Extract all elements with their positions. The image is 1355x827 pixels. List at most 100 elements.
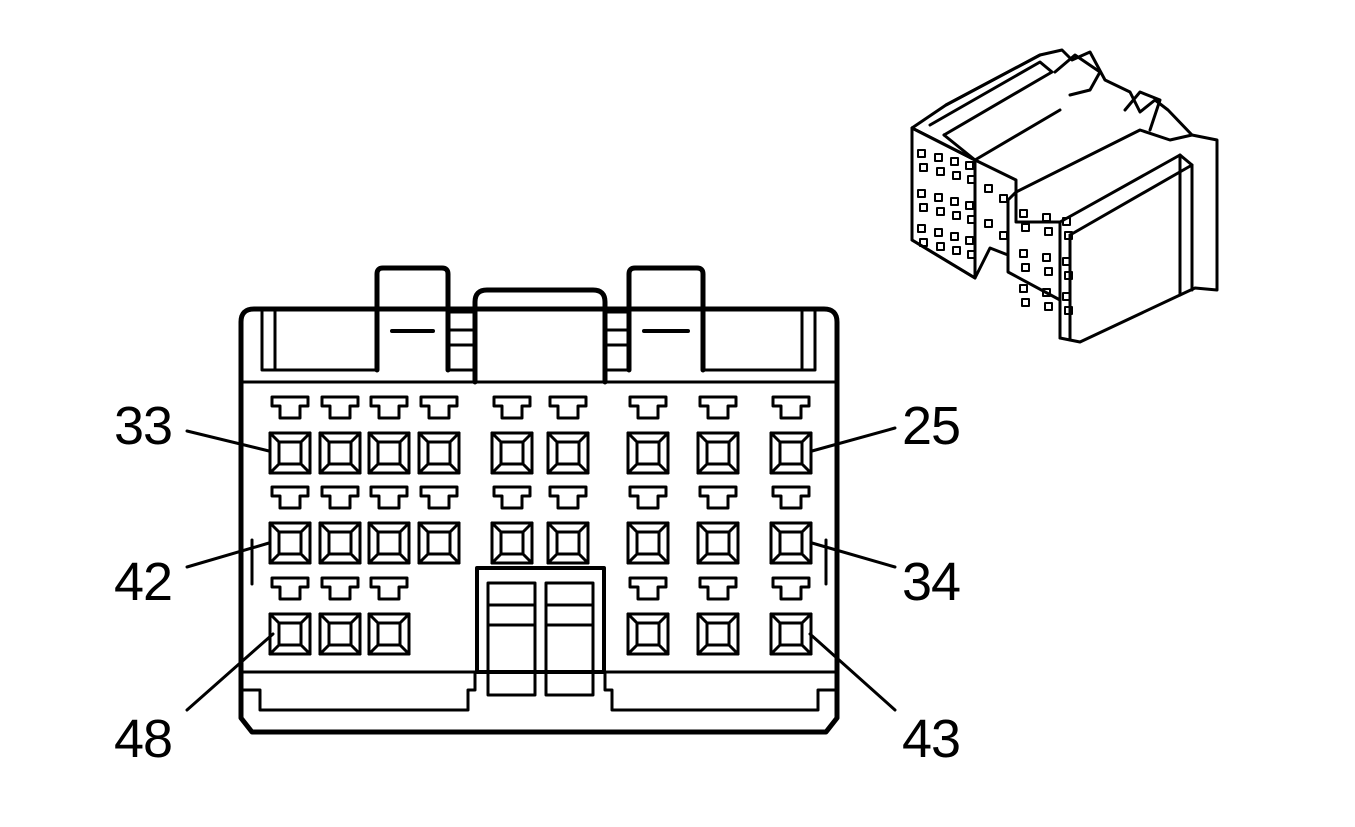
- pin-cavity: [318, 431, 362, 475]
- pin-label-25: 25: [902, 396, 961, 456]
- pin-label-48: 48: [114, 709, 173, 769]
- pin-cavity: [268, 431, 312, 475]
- terminal-latch: [628, 395, 668, 420]
- iso-pin-cavity: [950, 197, 959, 206]
- pin-label-34: 34: [902, 552, 961, 612]
- pin-cavity: [367, 431, 411, 475]
- terminal-latch: [628, 576, 668, 601]
- iso-pin-cavity: [1021, 298, 1030, 307]
- terminal-latch: [771, 395, 811, 420]
- iso-pin-cavity: [917, 149, 926, 158]
- pin-label-33: 33: [114, 396, 173, 456]
- pin-cavity-inner: [778, 530, 804, 556]
- terminal-latch: [698, 576, 738, 601]
- pin-cavity: [490, 521, 534, 565]
- terminal-latch: [369, 576, 409, 601]
- terminal-latch: [270, 576, 310, 601]
- iso-pin-cavity: [1044, 267, 1053, 276]
- pin-cavity-inner: [635, 530, 661, 556]
- pin-cavity: [626, 521, 670, 565]
- pin-cavity-inner: [555, 530, 581, 556]
- iso-pin-cavity: [1019, 209, 1028, 218]
- iso-pin-cavity: [967, 215, 976, 224]
- iso-pin-cavity: [965, 236, 974, 245]
- pin-cavity: [417, 521, 461, 565]
- iso-pin-cavity: [999, 194, 1008, 203]
- iso-pin-cavity: [1021, 223, 1030, 232]
- terminal-latch: [270, 395, 310, 420]
- iso-pin-cavity: [1042, 288, 1051, 297]
- iso-pin-cavity: [1064, 306, 1073, 315]
- leader-33: [185, 429, 271, 453]
- pin-cavity-inner: [327, 530, 353, 556]
- terminal-latch: [270, 485, 310, 510]
- pin-cavity: [696, 612, 740, 656]
- iso-pin-cavity: [1044, 227, 1053, 236]
- pin-cavity-inner: [705, 530, 731, 556]
- pin-cavity: [626, 612, 670, 656]
- terminal-latch: [771, 485, 811, 510]
- terminal-latch: [548, 395, 588, 420]
- terminal-latch: [419, 485, 459, 510]
- pin-cavity-inner: [555, 440, 581, 466]
- iso-pin-cavity: [1021, 263, 1030, 272]
- pin-cavity: [490, 431, 534, 475]
- pin-cavity-inner: [277, 530, 303, 556]
- iso-pin-cavity: [917, 224, 926, 233]
- terminal-latch: [492, 395, 532, 420]
- terminal-latch: [698, 485, 738, 510]
- leader-42: [185, 541, 271, 569]
- pin-cavity: [626, 431, 670, 475]
- iso-pin-cavity: [936, 207, 945, 216]
- terminal-latch: [419, 395, 459, 420]
- iso-pin-cavity: [1064, 271, 1073, 280]
- iso-pin-cavity: [919, 203, 928, 212]
- terminal-latch: [771, 576, 811, 601]
- iso-pin-cavity: [1042, 213, 1051, 222]
- iso-pin-cavity: [919, 238, 928, 247]
- iso-pin-cavity: [1042, 253, 1051, 262]
- iso-pin-cavity: [936, 242, 945, 251]
- pin-cavity-inner: [376, 440, 402, 466]
- pin-cavity-inner: [635, 440, 661, 466]
- leader-lines: [185, 426, 897, 712]
- iso-pin-cavity: [917, 189, 926, 198]
- iso-pin-cavity: [919, 163, 928, 172]
- terminal-latch: [492, 485, 532, 510]
- pin-cavity-inner: [499, 530, 525, 556]
- iso-pin-cavity: [967, 250, 976, 259]
- pin-cavity: [417, 431, 461, 475]
- terminal-latch: [369, 395, 409, 420]
- pin-cavity: [318, 521, 362, 565]
- leader-34: [810, 541, 897, 569]
- iso-pin-cavity: [936, 167, 945, 176]
- iso-pin-cavity: [952, 171, 961, 180]
- iso-pin-cavity: [1062, 257, 1071, 266]
- terminal-latch: [698, 395, 738, 420]
- pin-cavity: [268, 612, 312, 656]
- terminal-latch: [320, 576, 360, 601]
- iso-pin-cavity: [984, 184, 993, 193]
- pin-cavity-inner: [327, 621, 353, 647]
- terminal-latch: [628, 485, 668, 510]
- pin-cavity: [367, 612, 411, 656]
- iso-pin-cavity: [934, 153, 943, 162]
- iso-pin-cavity: [950, 157, 959, 166]
- pin-label-42: 42: [114, 552, 173, 612]
- terminal-latch: [320, 485, 360, 510]
- pin-cavity-inner: [327, 440, 353, 466]
- pin-cavity-inner: [277, 440, 303, 466]
- connector-isometric-icon: [910, 48, 1219, 344]
- pin-cavity-inner: [635, 621, 661, 647]
- pin-cavity: [696, 431, 740, 475]
- pin-cavity-inner: [376, 621, 402, 647]
- pin-label-43: 43: [902, 709, 961, 769]
- iso-pin-cavity: [965, 161, 974, 170]
- iso-pin-cavity: [1062, 292, 1071, 301]
- leader-25: [810, 426, 897, 453]
- pin-cavity-inner: [376, 530, 402, 556]
- pin-cavity-inner: [778, 440, 804, 466]
- iso-pin-cavity: [999, 231, 1008, 240]
- pin-cavity-inner: [426, 530, 452, 556]
